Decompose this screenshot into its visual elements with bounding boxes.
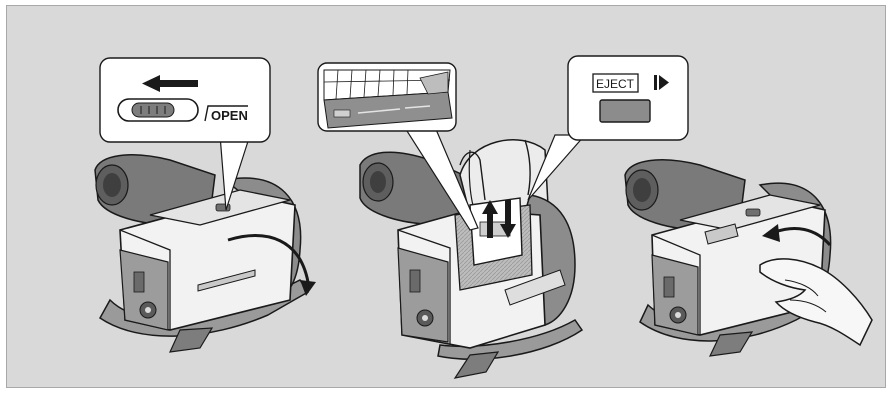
eject-label: EJECT [596, 77, 635, 91]
step-1-camcorder [95, 155, 316, 352]
eject-button-icon [600, 100, 650, 122]
slide-switch-icon [118, 99, 198, 121]
step-3-camcorder [625, 160, 872, 356]
cassette-grid-detail [324, 70, 452, 128]
open-label: OPEN [211, 108, 248, 123]
hand-icon [760, 259, 872, 345]
